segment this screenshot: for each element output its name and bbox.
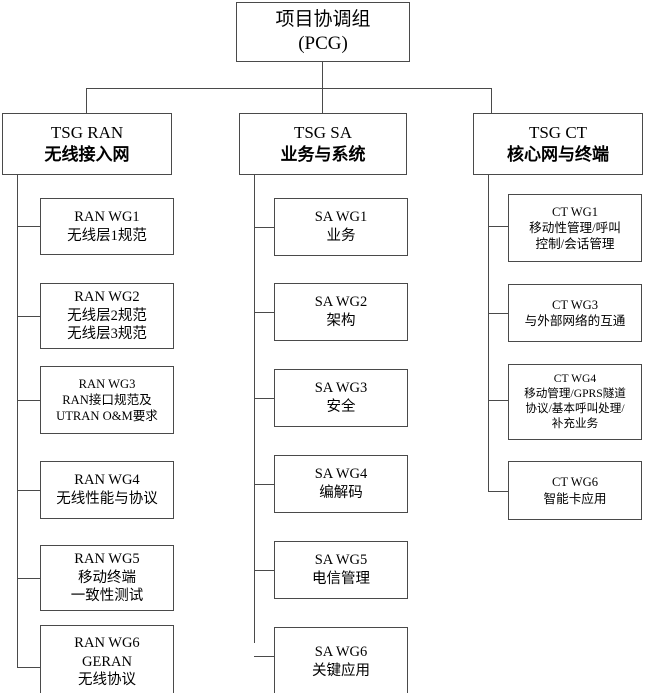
connector-ran-stub-1 [17, 226, 41, 228]
node-ct-wg6: CT WG6 智能卡应用 [508, 461, 642, 520]
node-sa-wg4-line-0: SA WG4 [314, 466, 368, 483]
connector-sa-stub-2 [254, 312, 276, 314]
connector-pcg-stem [322, 62, 324, 88]
node-ran-wg3-line-0: RAN WG3 [78, 376, 136, 391]
node-tsg-ran-line-0: TSG RAN [50, 123, 124, 143]
node-ran-wg2-line-2: 无线层3规范 [67, 326, 147, 343]
node-ct-wg1: CT WG1 移动性管理/呼叫 控制/会话管理 [508, 194, 642, 262]
connector-bus-to-tsg-ran [86, 88, 88, 113]
node-pcg-line-1: (PCG) [298, 33, 348, 54]
node-ct-wg1-line-0: CT WG1 [551, 204, 599, 219]
connector-ct-stub-1 [488, 226, 510, 228]
node-ran-wg4: RAN WG4 无线性能与协议 [40, 461, 174, 519]
connector-sa-stub-1 [254, 227, 276, 229]
node-ct-wg1-line-2: 控制/会话管理 [535, 237, 615, 252]
node-sa-wg3: SA WG3 安全 [274, 369, 408, 427]
connector-sa-stub-3 [254, 398, 276, 400]
node-sa-wg2: SA WG2 架构 [274, 283, 408, 341]
node-sa-wg5-line-0: SA WG5 [314, 552, 368, 569]
connector-sa-stub-4 [254, 484, 276, 486]
connector-sa-stub-6 [254, 656, 276, 658]
node-ct-wg4-line-0: CT WG4 [553, 372, 597, 386]
node-sa-wg2-line-0: SA WG2 [314, 294, 368, 311]
node-sa-wg5: SA WG5 电信管理 [274, 541, 408, 599]
node-tsg-sa: TSG SA 业务与系统 [239, 113, 407, 175]
node-ran-wg2: RAN WG2 无线层2规范 无线层3规范 [40, 283, 174, 349]
connector-sa-trunk [254, 175, 256, 643]
node-ran-wg3: RAN WG3 RAN接口规范及 UTRAN O&M要求 [40, 366, 174, 434]
node-ran-wg5: RAN WG5 移动终端 一致性测试 [40, 545, 174, 611]
connector-bus-to-tsg-sa [322, 88, 324, 113]
node-sa-wg6: SA WG6 关键应用 [274, 627, 408, 693]
node-pcg: 项目协调组 (PCG) [236, 2, 410, 62]
node-ran-wg6-line-1: GERAN [82, 653, 132, 670]
node-ct-wg6-line-0: CT WG6 [551, 475, 599, 490]
node-ct-wg1-line-1: 移动性管理/呼叫 [529, 220, 621, 235]
node-ran-wg2-line-1: 无线层2规范 [67, 307, 147, 324]
node-sa-wg2-line-1: 架构 [326, 313, 356, 329]
node-ct-wg3: CT WG3 与外部网络的互通 [508, 284, 642, 342]
node-ran-wg3-line-1: RAN接口规范及 [62, 392, 152, 407]
connector-ran-stub-5 [17, 578, 41, 580]
node-ran-wg1: RAN WG1 无线层1规范 [40, 198, 174, 255]
node-sa-wg6-line-1: 关键应用 [312, 663, 370, 679]
connector-sa-stub-5 [254, 570, 276, 572]
node-ct-wg3-line-1: 与外部网络的互通 [524, 314, 626, 328]
node-ct-wg4-line-2: 协议/基本呼叫处理/ [525, 402, 625, 415]
connector-ran-stub-2 [17, 316, 41, 318]
node-tsg-ran-line-1: 无线接入网 [44, 145, 130, 164]
connector-ran-stub-4 [17, 490, 41, 492]
node-sa-wg1-line-1: 业务 [326, 228, 356, 244]
connector-bus-to-tsg-ct [491, 88, 493, 113]
node-sa-wg3-line-0: SA WG3 [314, 380, 368, 397]
node-ct-wg6-line-1: 智能卡应用 [543, 491, 607, 506]
node-ran-wg4-line-0: RAN WG4 [74, 472, 140, 489]
node-ran-wg6-line-0: RAN WG6 [74, 635, 140, 652]
node-tsg-ct-line-0: TSG CT [528, 123, 588, 143]
node-ran-wg4-line-1: 无线性能与协议 [56, 491, 158, 507]
node-sa-wg6-line-0: SA WG6 [314, 644, 368, 661]
node-ran-wg5-line-1: 移动终端 [78, 569, 136, 586]
node-ran-wg3-line-2: UTRAN O&M要求 [56, 409, 158, 424]
connector-ct-stub-4 [488, 400, 510, 402]
node-ct-wg4: CT WG4 移动管理/GPRS隧道 协议/基本呼叫处理/ 补充业务 [508, 364, 642, 440]
connector-ct-stub-6 [488, 491, 510, 493]
node-ran-wg2-line-0: RAN WG2 [74, 289, 140, 306]
node-tsg-ran: TSG RAN 无线接入网 [2, 113, 172, 175]
node-ran-wg1-line-0: RAN WG1 [74, 208, 140, 225]
node-tsg-ct: TSG CT 核心网与终端 [473, 113, 643, 175]
connector-tsg-bus [86, 88, 492, 90]
node-ran-wg6: RAN WG6 GERAN 无线协议 [40, 625, 174, 693]
node-ct-wg4-line-3: 补充业务 [551, 416, 599, 430]
node-ct-wg3-line-0: CT WG3 [551, 297, 599, 312]
node-ran-wg1-line-1: 无线层1规范 [67, 227, 147, 244]
node-ran-wg5-line-2: 一致性测试 [70, 588, 144, 605]
node-ct-wg4-line-1: 移动管理/GPRS隧道 [524, 387, 626, 401]
node-pcg-line-0: 项目协调组 [275, 8, 371, 30]
node-sa-wg4: SA WG4 编解码 [274, 455, 408, 513]
connector-ct-trunk [488, 175, 490, 492]
node-ran-wg6-line-2: 无线协议 [78, 672, 136, 689]
node-tsg-ct-line-1: 核心网与终端 [507, 145, 609, 164]
node-sa-wg5-line-1: 电信管理 [312, 571, 370, 587]
node-tsg-sa-line-1: 业务与系统 [280, 145, 366, 164]
node-sa-wg3-line-1: 安全 [326, 399, 356, 415]
node-sa-wg1: SA WG1 业务 [274, 198, 408, 256]
node-tsg-sa-line-0: TSG SA [293, 123, 353, 143]
connector-ran-stub-6 [17, 667, 41, 669]
connector-ct-stub-3 [488, 313, 510, 315]
node-sa-wg4-line-1: 编解码 [319, 485, 363, 501]
connector-ran-trunk [17, 175, 19, 668]
node-sa-wg1-line-0: SA WG1 [314, 209, 368, 226]
node-ran-wg5-line-0: RAN WG5 [74, 551, 140, 568]
connector-ran-stub-3 [17, 400, 41, 402]
